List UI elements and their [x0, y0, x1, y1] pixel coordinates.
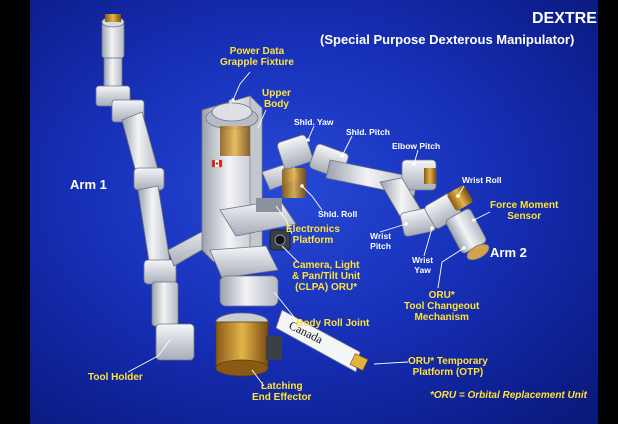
label-latching-end-effector: Latching End Effector [252, 381, 312, 404]
label-wrist-roll: Wrist Roll [462, 175, 502, 185]
leader-dots [231, 98, 476, 250]
dot-elbow [412, 162, 416, 166]
page-subtitle: (Special Purpose Dexterous Manipulator) [320, 32, 575, 47]
leader-tool-changeout [437, 247, 465, 289]
leader-wrist-pitch [379, 223, 407, 233]
arm-2-label: Arm 2 [490, 245, 527, 260]
arm1-shoulder [143, 259, 177, 285]
canada-flag-right [219, 160, 222, 167]
otp-gold-pad [349, 353, 369, 371]
lee-side-box [266, 336, 282, 360]
dot-shld-pitch [340, 154, 344, 158]
label-shoulder-pitch: Shld. Pitch [346, 127, 390, 137]
arm2-shoulder-yaw [277, 134, 313, 170]
label-wrist-pitch: Wrist Pitch [370, 231, 392, 251]
leader-force-moment [473, 211, 491, 221]
dot-shld-yaw [306, 138, 310, 142]
arm2-wrist-roll [447, 185, 473, 211]
label-oru-temporary-platform: ORU* Temporary Platform (OTP) [408, 356, 488, 379]
leader-wrist-roll [457, 185, 465, 197]
label-clpa-oru: Camera, Light & Pan/Tilt Unit (CLPA) ORU… [292, 260, 361, 294]
tool-changeout-face [466, 243, 490, 261]
leader-grapple [232, 71, 251, 101]
arm1-wrist [103, 57, 123, 89]
arm1-elbow [133, 167, 165, 191]
dot-wrist-pitch [404, 222, 408, 226]
leader-upper-body [257, 109, 267, 129]
leader-otp [373, 361, 409, 365]
arm1-shoulder-2 [151, 281, 179, 327]
arm1-effector-tip [105, 14, 121, 22]
tool-holder-shape [155, 323, 195, 361]
leader-camera [281, 245, 299, 263]
dextre-illustration: Canada [95, 14, 491, 387]
electronics-box [256, 198, 282, 212]
leader-body-roll [273, 291, 299, 323]
arm2-shoulder-roll [282, 168, 306, 198]
label-shoulder-yaw: Shld. Yaw [294, 117, 334, 127]
leader-lines [127, 71, 491, 387]
arm-1-label: Arm 1 [70, 177, 107, 192]
leader-tool-holder [127, 339, 171, 373]
dot-grapple [231, 98, 235, 102]
maple-leaf-icon [215, 162, 219, 165]
label-tool-changeout-mechanism: ORU* Tool Changeout Mechanism [404, 290, 480, 324]
dot-shld-roll [300, 184, 304, 188]
label-elbow-pitch: Elbow Pitch [392, 141, 441, 151]
leader-shld-roll [301, 185, 323, 211]
dot-force [472, 218, 476, 222]
canada-flag-left [212, 160, 215, 167]
leader-wrist-yaw [423, 227, 433, 257]
leader-elbow [413, 149, 419, 165]
dextre-body: Canada [201, 95, 369, 377]
dot-wrist-yaw [430, 226, 434, 230]
arm1-upper-boom [137, 185, 171, 269]
dot-tool-changeout [462, 246, 466, 250]
arm-2 [261, 134, 490, 261]
leader-shld-yaw [307, 125, 315, 141]
dot-wrist-roll [456, 194, 460, 198]
leader-lee [251, 369, 265, 387]
camera-lens-icon [274, 234, 286, 246]
lee-bottom [215, 359, 269, 377]
label-power-data-grapple-fixture: Power Data Grapple Fixture [220, 46, 294, 69]
otp-platform-shape [275, 309, 361, 373]
waist [209, 245, 279, 279]
label-upper-body: Upper Body [262, 88, 291, 111]
label-force-moment-sensor: Force Moment Sensor [490, 200, 559, 223]
grapple-pin [229, 99, 233, 113]
footnote: *ORU = Orbital Replacement Unit [430, 390, 587, 401]
leader-electronics [275, 205, 293, 235]
label-tool-holder: Tool Holder [88, 372, 143, 383]
arm2-elbow-gold [424, 168, 436, 184]
upper-body-gold-band [220, 126, 250, 156]
diagram-panel: Canada [30, 0, 598, 424]
label-electronics-platform: Electronics Platform [286, 224, 340, 247]
label-body-roll-joint: Body Roll Joint [296, 318, 370, 329]
page-title: DEXTRE [532, 10, 597, 27]
arm-1 [95, 14, 227, 361]
label-wrist-yaw: Wrist Yaw [412, 255, 434, 275]
body-roll-joint-shape [219, 275, 279, 307]
label-shoulder-roll: Shld. Roll [318, 209, 358, 219]
leader-shld-pitch [341, 135, 353, 157]
